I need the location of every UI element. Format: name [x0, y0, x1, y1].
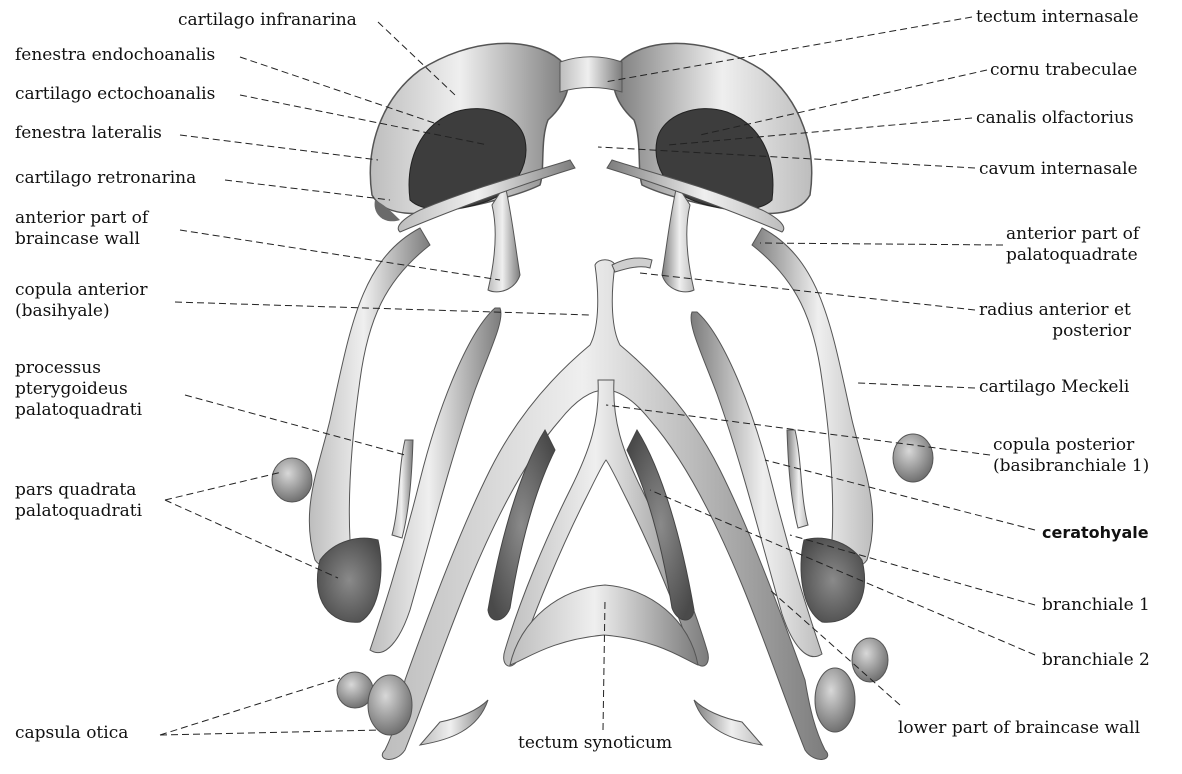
label-cartilago-ectochoanalis: cartilago ectochoanalis [15, 84, 215, 105]
label-cartilago-retronarina: cartilago retronarina [15, 168, 196, 189]
label-copula-anterior: copula anterior (basihyale) [15, 280, 147, 322]
tectum-internasale-bridge [560, 57, 622, 92]
label-anterior-braincase-wall-line1: anterior part of [15, 208, 148, 229]
label-anterior-palatoquadrate-line1: anterior part of [1006, 224, 1139, 245]
label-tectum-synoticum: tectum synoticum [518, 733, 672, 754]
label-processus-line1: processus [15, 358, 142, 379]
label-cavum-internasale: cavum internasale [979, 159, 1138, 180]
label-ceratohyale: ceratohyale [1042, 522, 1149, 543]
label-tectum-internasale: tectum internasale [976, 7, 1139, 28]
left-lower-braincase-wall [420, 700, 488, 745]
label-anterior-braincase-wall-line2: braincase wall [15, 229, 148, 250]
label-pars-quadrata-line2: palatoquadrati [15, 501, 142, 522]
left-pars-quadrata-knob [272, 458, 312, 502]
label-processus-line2: pterygoideus [15, 379, 142, 400]
label-copula-posterior-line2: (basibranchiale 1) [993, 456, 1149, 477]
label-capsula-otica: capsula otica [15, 723, 128, 744]
left-capsula-otica-body [368, 675, 412, 735]
label-anterior-palatoquadrate: anterior part of palatoquadrate [1006, 224, 1139, 266]
right-processus-pterygoideus [787, 430, 808, 528]
label-radius-line1: radius anterior et [979, 300, 1131, 321]
right-nasal-capsule [613, 43, 811, 213]
label-pars-quadrata-line1: pars quadrata [15, 480, 142, 501]
label-radius-anterior-posterior: radius anterior et posterior [979, 300, 1131, 342]
label-cornu-trabeculae: cornu trabeculae [990, 60, 1137, 81]
label-copula-posterior: copula posterior (basibranchiale 1) [993, 435, 1149, 477]
label-branchiale-1: branchiale 1 [1042, 595, 1150, 616]
label-radius-line2: posterior [979, 321, 1131, 342]
label-copula-anterior-line1: copula anterior [15, 280, 147, 301]
label-pars-quadrata: pars quadrata palatoquadrati [15, 480, 142, 522]
label-copula-anterior-line2: (basihyale) [15, 301, 147, 322]
label-processus-line3: palatoquadrati [15, 400, 142, 421]
label-canalis-olfactorius: canalis olfactorius [976, 108, 1134, 129]
right-capsula-otica-body [815, 668, 855, 732]
label-cartilago-infranarina: cartilago infranarina [178, 10, 357, 31]
right-capsula-otica-knob [852, 638, 888, 682]
label-copula-posterior-line1: copula posterior [993, 435, 1149, 456]
label-anterior-braincase-wall: anterior part of braincase wall [15, 208, 148, 250]
radius-anterior-posterior [612, 258, 652, 272]
label-branchiale-2: branchiale 2 [1042, 650, 1150, 671]
label-fenestra-endochoanalis: fenestra endochoanalis [15, 45, 215, 66]
right-lower-braincase-wall [694, 700, 762, 745]
label-cartilago-meckeli: cartilago Meckeli [979, 377, 1129, 398]
label-anterior-palatoquadrate-line2: palatoquadrate [1006, 245, 1139, 266]
right-pars-quadrata-knob [893, 434, 933, 482]
label-lower-braincase-wall: lower part of braincase wall [898, 718, 1140, 739]
label-processus-pterygoideus: processus pterygoideus palatoquadrati [15, 358, 142, 421]
label-fenestra-lateralis: fenestra lateralis [15, 123, 162, 144]
